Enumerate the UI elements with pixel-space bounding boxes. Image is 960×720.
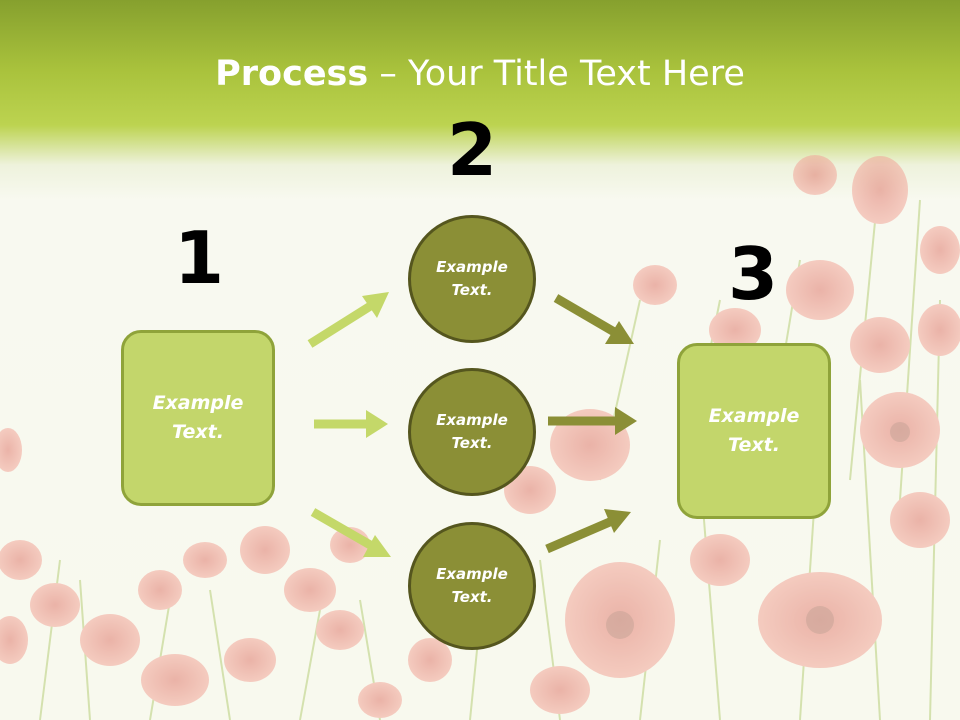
step-number-2: 2 xyxy=(446,108,498,192)
circle-top-label: Example Text. xyxy=(436,258,508,299)
title-rest: – Your Title Text Here xyxy=(368,54,745,94)
circle-middle-label: Example Text. xyxy=(436,411,508,452)
box-left-label: Example Text. xyxy=(152,392,244,443)
process-circle-middle: Example Text. xyxy=(408,368,536,496)
process-circle-top: Example Text. xyxy=(408,215,536,343)
slide-title: Process – Your Title Text Here xyxy=(0,52,960,96)
process-box-right: Example Text. xyxy=(677,343,831,519)
step-number-1: 1 xyxy=(173,216,225,300)
box-right-label: Example Text. xyxy=(708,405,800,456)
step-number-3: 3 xyxy=(727,232,779,316)
circle-bottom-label: Example Text. xyxy=(436,565,508,606)
process-circle-bottom: Example Text. xyxy=(408,522,536,650)
process-box-left: Example Text. xyxy=(121,330,275,506)
title-bold: Process xyxy=(215,54,369,94)
